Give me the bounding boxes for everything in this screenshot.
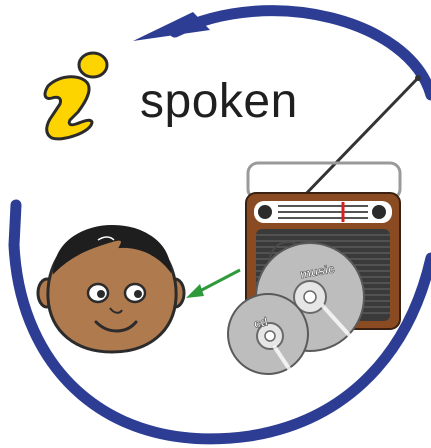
person-face-icon: [38, 226, 184, 352]
cd-front: cd: [228, 294, 308, 374]
disc-label-cd: cd: [252, 315, 269, 332]
info-icon: [45, 53, 107, 139]
arrow-left-icon: [186, 270, 240, 298]
caption-spoken: spoken: [140, 74, 298, 129]
